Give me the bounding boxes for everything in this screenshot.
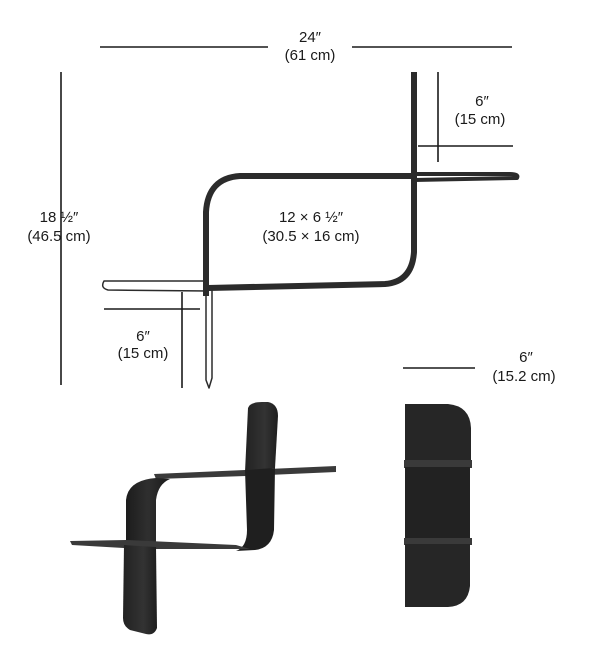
side-view-lower-ledge xyxy=(404,538,472,545)
front-view-shelf xyxy=(101,72,520,389)
perspective-right-curve xyxy=(236,468,275,551)
perspective-upper-ledge xyxy=(154,466,336,479)
width-imperial: 24″ xyxy=(299,29,322,46)
side-view-lower xyxy=(405,544,470,607)
side-depth-metric: (15.2 cm) xyxy=(492,368,555,385)
width-metric: (61 cm) xyxy=(285,47,336,64)
lower-depth-metric: (15 cm) xyxy=(118,345,169,362)
height-metric: (46.5 cm) xyxy=(27,228,90,245)
perspective-left-wrap xyxy=(126,478,170,546)
upper-ledge xyxy=(413,172,520,182)
compartment-body xyxy=(207,176,417,291)
compartment-metric: (30.5 × 16 cm) xyxy=(262,228,359,245)
perspective-bottom-panel xyxy=(123,545,157,635)
compartment-imperial: 12 × 6 ½″ xyxy=(279,209,344,226)
lower-back-panel xyxy=(205,290,213,389)
side-view-middle xyxy=(405,467,470,542)
side-depth-imperial: 6″ xyxy=(519,349,533,366)
height-imperial: 18 ½″ xyxy=(40,209,79,226)
side-view-shelf xyxy=(404,404,472,607)
upper-depth-imperial: 6″ xyxy=(475,93,489,110)
perspective-lower-ledge xyxy=(70,540,250,549)
upper-depth-metric: (15 cm) xyxy=(455,111,506,128)
side-view-upper xyxy=(405,404,471,462)
lower-ledge xyxy=(101,280,209,292)
lower-depth-imperial: 6″ xyxy=(136,328,150,345)
side-view-upper-ledge xyxy=(404,460,472,468)
compartment-top xyxy=(203,173,414,296)
perspective-view-shelf xyxy=(70,402,336,635)
perspective-right-panel xyxy=(245,402,278,472)
